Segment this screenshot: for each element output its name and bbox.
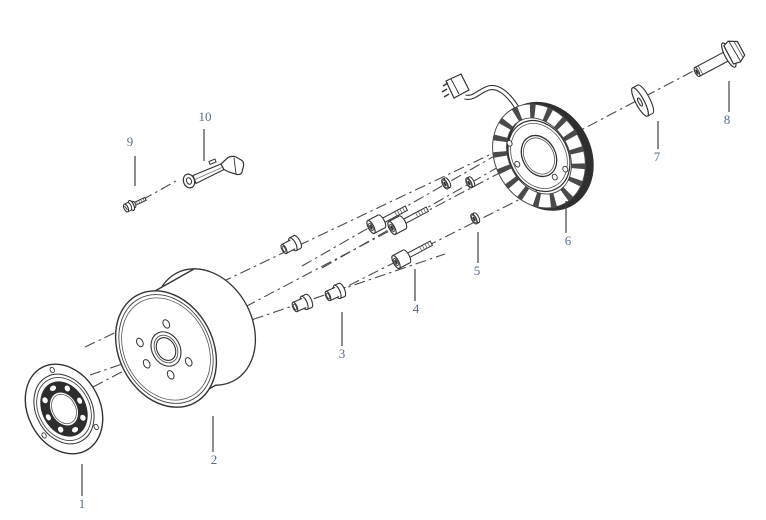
clutch-roller (57, 426, 64, 433)
bolt8-hex-facet (733, 40, 744, 59)
callout-6: 6 (565, 233, 572, 248)
rotor-face (114, 290, 218, 408)
rotor-rim-ring (118, 294, 214, 404)
centerline-collar (84, 146, 507, 348)
connector-pin (443, 93, 450, 98)
part-6-stator (441, 73, 594, 211)
screw-thread (140, 199, 143, 203)
part-4-socket-bolt (385, 202, 432, 237)
part-5-washer (468, 211, 482, 226)
rotor-silhouette-top (154, 268, 195, 292)
centerline-screw-clamp (141, 180, 177, 201)
part-3-dowel-collar (322, 281, 348, 304)
centerline-bolt-2 (321, 149, 529, 269)
part-10-wire-clamp (182, 155, 245, 189)
part-7-spacer-washer (631, 84, 655, 117)
clutch-roller (42, 397, 48, 404)
clutch-roller (71, 427, 79, 433)
connector-pin (441, 88, 448, 93)
centerlines (54, 68, 698, 408)
clutch-ring (36, 377, 92, 441)
clutch-flange-hole (49, 366, 55, 374)
clamp-strip-rib (194, 167, 223, 180)
part-8-flange-bolt (693, 40, 746, 78)
bolt8-hex-facet (728, 41, 741, 62)
stator-bore (520, 134, 558, 178)
rotor-hub-bore (155, 337, 177, 361)
clamp-hook-fold (233, 157, 237, 174)
centerline-main-axis (54, 68, 698, 408)
rotor-hole (162, 319, 171, 329)
part-5-washer (463, 175, 477, 190)
callout-8: 8 (724, 112, 731, 127)
centerline-dowel-pins (89, 253, 446, 376)
stator-plate-ring (510, 123, 568, 189)
rotor-hub-bore-rim (153, 334, 179, 364)
rotor-rim-ring-2 (121, 297, 211, 401)
clamp-eyelet-hole (185, 177, 193, 185)
screw-slot (124, 205, 128, 211)
part-4-socket-bolt (389, 236, 436, 271)
bolt8-socket (695, 69, 699, 75)
part-9-screw (122, 196, 147, 213)
part-3-dowel-collar (289, 292, 315, 315)
callout-5: 5 (474, 263, 481, 278)
stator-teeth (493, 104, 585, 208)
rotor-hole (142, 359, 151, 369)
clutch-roller (80, 414, 86, 421)
callout-3: 3 (339, 346, 346, 361)
screw-thread (135, 201, 138, 205)
callout-10: 10 (199, 109, 212, 124)
centerline-bolt-1 (301, 145, 513, 267)
callout-labels: 1 2 3 4 5 6 7 8 9 10 (79, 109, 731, 511)
rotor-hole (184, 357, 193, 367)
spacer-hole (637, 97, 643, 107)
stator-mount-hole (562, 165, 569, 173)
clutch-hub-ring (51, 393, 77, 425)
part-1-starter-clutch (24, 363, 104, 455)
clutch-roller (77, 397, 83, 404)
bolt8-chamfer (697, 65, 704, 75)
stator-mount-hole (506, 139, 513, 147)
part-2-flywheel-rotor (114, 268, 257, 408)
connector-body (445, 73, 470, 99)
clutch-roller (49, 385, 57, 391)
clutch-roller (45, 414, 51, 421)
callout-2: 2 (211, 452, 218, 467)
clamp-tab (208, 158, 217, 166)
clutch-flange-hole (93, 423, 99, 431)
part-5-washer (439, 176, 453, 191)
stator-bore-ring (522, 137, 556, 175)
rotor-hole (166, 370, 175, 380)
connector-rib (450, 78, 460, 95)
callout-4: 4 (413, 301, 420, 316)
rotor-hole (136, 337, 144, 348)
bolt8-hex-head (723, 40, 746, 65)
clutch-hub (48, 391, 80, 427)
connector-pin (442, 82, 449, 87)
stator-mount-hole (514, 160, 521, 168)
stator-mount-hole (551, 173, 558, 181)
leader-lines (81, 81, 730, 496)
callout-1: 1 (79, 496, 86, 511)
screw-thread (138, 200, 141, 204)
clutch-flange-hole (41, 432, 47, 439)
callout-7: 7 (654, 149, 661, 164)
stator-wire (464, 86, 521, 112)
clutch-roller (64, 385, 71, 392)
stator-connector (441, 73, 470, 99)
clamp-hook (220, 155, 245, 176)
callout-9: 9 (127, 134, 134, 149)
stator-core (492, 101, 594, 211)
screw-thread (142, 198, 145, 202)
